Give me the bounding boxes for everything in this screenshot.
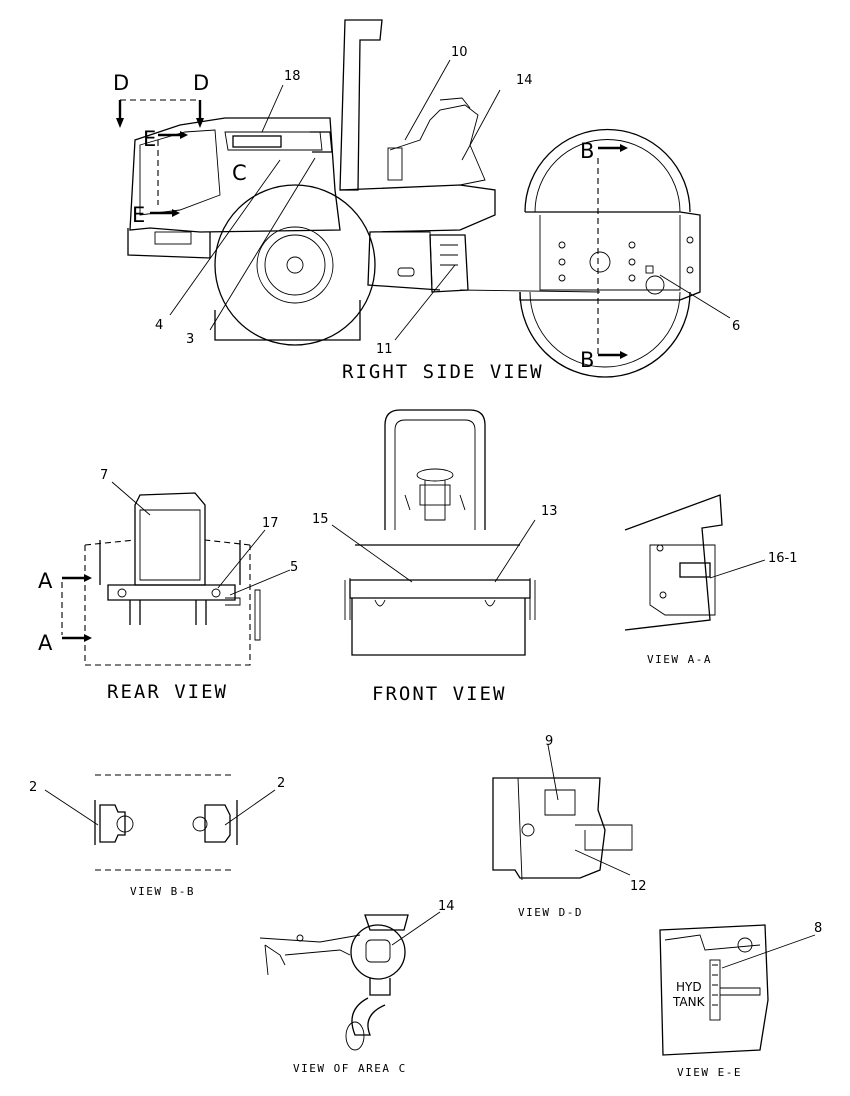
- section-a-top: A: [38, 569, 53, 593]
- callout-15: 15: [312, 512, 329, 527]
- front-view-title: FRONT VIEW: [372, 683, 506, 705]
- callout-6: 6: [732, 319, 740, 334]
- callout-14-area-c: 14: [438, 899, 455, 914]
- callout-5: 5: [290, 560, 298, 575]
- rear-view-title: REAR VIEW: [107, 681, 228, 703]
- callout-numbers: 18 10 14 6 11 4 3 7 17 5 15 13 16-1 2 2 …: [29, 45, 822, 936]
- section-e-bottom: E: [132, 203, 145, 227]
- callout-3: 3: [186, 332, 194, 347]
- section-markers: D D E E C B B A A: [38, 71, 594, 655]
- section-e-top: E: [143, 127, 156, 151]
- callout-9: 9: [545, 734, 553, 749]
- view-ee-title: VIEW E-E: [677, 1066, 742, 1079]
- area-c-marker: C: [232, 161, 247, 185]
- view-dd-title: VIEW D-D: [518, 906, 583, 919]
- front-view-drawing: [331, 409, 536, 656]
- view-bb-title: VIEW B-B: [130, 885, 195, 898]
- section-b-bottom: B: [580, 348, 594, 372]
- hyd-tank-line-2: TANK: [672, 995, 706, 1009]
- callout-10: 10: [451, 45, 468, 60]
- hyd-tank-line-1: HYD: [676, 980, 702, 994]
- view-ee-drawing: [659, 924, 816, 1056]
- callout-2-right: 2: [277, 776, 285, 791]
- callout-12: 12: [630, 879, 647, 894]
- view-dd-drawing: [492, 744, 633, 881]
- right-side-view-drawing: [116, 19, 731, 378]
- section-d-right: D: [193, 71, 209, 95]
- right-side-view-title: RIGHT SIDE VIEW: [342, 361, 544, 383]
- callout-11: 11: [376, 342, 393, 357]
- callout-7: 7: [100, 468, 108, 483]
- callout-4: 4: [155, 318, 163, 333]
- view-aa-drawing: [624, 494, 766, 631]
- rear-view-drawing: [61, 481, 291, 666]
- hyd-tank-label: HYD TANK: [672, 980, 706, 1009]
- callout-18: 18: [284, 69, 301, 84]
- callout-16-1: 16-1: [768, 551, 798, 566]
- view-bb-drawing: [44, 774, 276, 871]
- view-aa-title: VIEW A-A: [647, 653, 712, 666]
- view-titles: RIGHT SIDE VIEW REAR VIEW FRONT VIEW VIE…: [107, 361, 742, 1079]
- callout-17: 17: [262, 516, 279, 531]
- view-area-c-title: VIEW OF AREA C: [293, 1062, 407, 1075]
- section-a-bottom: A: [38, 631, 53, 655]
- callout-13: 13: [541, 504, 558, 519]
- view-area-c-drawing: [259, 911, 441, 1051]
- callout-2-left: 2: [29, 780, 37, 795]
- callout-14: 14: [516, 73, 533, 88]
- callout-8: 8: [814, 921, 822, 936]
- section-d-left: D: [113, 71, 129, 95]
- section-b-top: B: [580, 139, 594, 163]
